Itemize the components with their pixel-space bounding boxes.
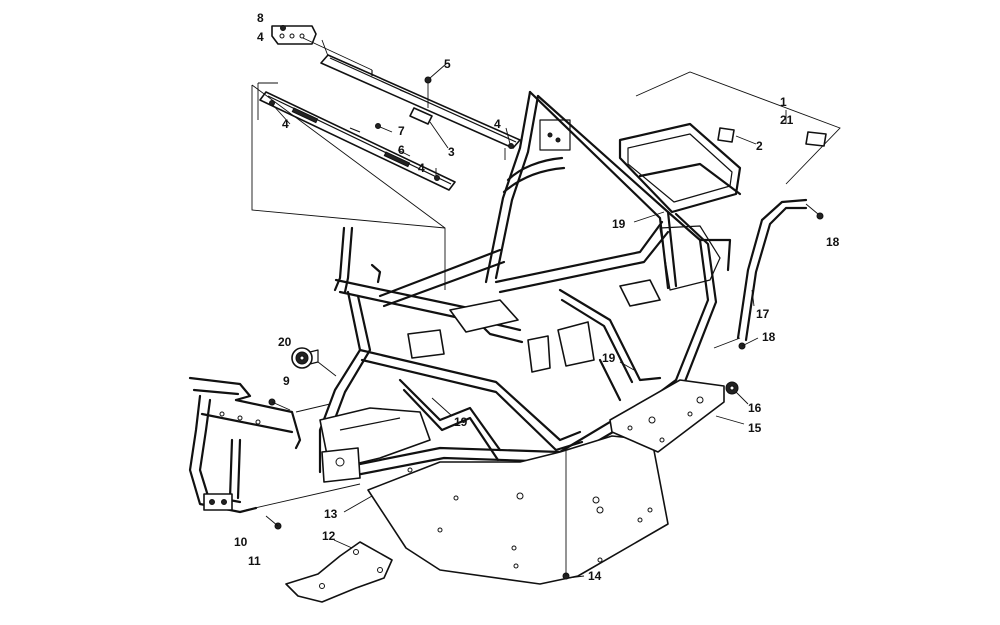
upper-cross-bar-part-3 bbox=[320, 54, 521, 160]
callout-4: 4 bbox=[257, 30, 264, 44]
callout-16: 16 bbox=[748, 401, 762, 415]
callout-18: 18 bbox=[762, 330, 776, 344]
top-bracket-part-8 bbox=[271, 25, 329, 57]
callout-15: 15 bbox=[748, 421, 762, 435]
callout-13: 13 bbox=[324, 507, 338, 521]
front-bumper-part-10 bbox=[188, 376, 361, 514]
main-frame bbox=[318, 90, 742, 483]
callout-9: 9 bbox=[283, 374, 290, 388]
callout-14: 14 bbox=[588, 569, 602, 583]
callout-1: 1 bbox=[780, 95, 787, 109]
callout-4: 4 bbox=[418, 161, 425, 175]
callout-2: 2 bbox=[756, 139, 763, 153]
grab-bar-part-17 bbox=[713, 198, 824, 350]
bushing-part-16 bbox=[725, 381, 739, 395]
callout-12: 12 bbox=[322, 529, 336, 543]
skid-plate-part-13 bbox=[367, 435, 669, 585]
callout-3: 3 bbox=[448, 145, 455, 159]
callout-labels: 1 2 3 4 4 4 4 5 6 7 8 9 10 11 12 13 14 1… bbox=[234, 11, 840, 583]
floor-bracket-part-12 bbox=[285, 541, 393, 603]
fasteners-parts-5-7 bbox=[269, 25, 514, 181]
callout-19: 19 bbox=[454, 415, 468, 429]
callout-4: 4 bbox=[494, 117, 501, 131]
callout-19: 19 bbox=[612, 217, 626, 231]
callout-11: 11 bbox=[248, 554, 261, 568]
callout-21: 21 bbox=[780, 113, 794, 127]
callout-17: 17 bbox=[756, 307, 770, 321]
callout-18: 18 bbox=[826, 235, 840, 249]
bumper-bolts-parts-9-11 bbox=[265, 398, 291, 530]
decals-parts-1-2-21 bbox=[635, 71, 841, 185]
callout-8: 8 bbox=[257, 11, 264, 25]
callout-10: 10 bbox=[234, 535, 248, 549]
side-plate-part-15 bbox=[609, 379, 725, 453]
callout-6: 6 bbox=[398, 143, 405, 157]
callout-7: 7 bbox=[398, 124, 405, 138]
callout-19: 19 bbox=[602, 351, 616, 365]
callout-leaders bbox=[271, 63, 787, 579]
callout-4: 4 bbox=[282, 117, 289, 131]
callout-5: 5 bbox=[444, 57, 451, 71]
callout-20: 20 bbox=[278, 335, 292, 349]
lower-cross-bar-part-6 bbox=[257, 82, 456, 191]
horn-part-20 bbox=[291, 347, 337, 377]
